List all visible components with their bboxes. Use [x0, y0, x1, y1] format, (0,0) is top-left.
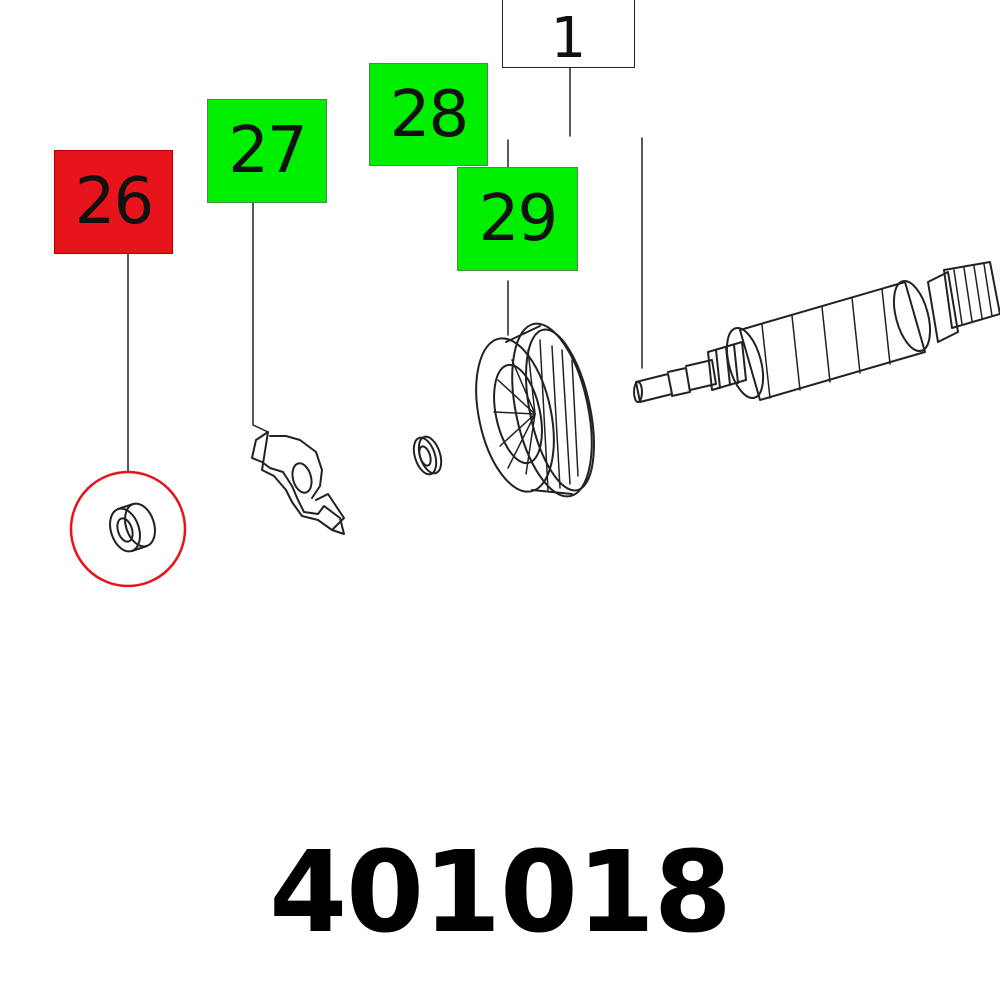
- callout-26-label: 26: [74, 165, 154, 239]
- fan-29-part[interactable]: [464, 316, 607, 503]
- bracket-27-part[interactable]: [251, 431, 345, 535]
- callout-26[interactable]: 26: [54, 150, 173, 254]
- callout-27-label: 27: [228, 114, 307, 188]
- armature-1-part[interactable]: [633, 261, 1000, 403]
- callout-28[interactable]: 28: [369, 63, 488, 166]
- callout-1-label: 1: [550, 6, 587, 71]
- leader-line-27: [252, 202, 269, 433]
- part-number: 401018: [269, 828, 732, 958]
- callout-29[interactable]: 29: [457, 167, 578, 271]
- callout-28-label: 28: [389, 77, 469, 152]
- callout-29-label: 29: [478, 182, 558, 256]
- bearing-26-part[interactable]: [105, 500, 160, 555]
- callout-1-box: 1: [502, 0, 635, 68]
- callout-27[interactable]: 27: [207, 99, 327, 203]
- selection-circle: [69, 470, 187, 588]
- washer-28-part[interactable]: [410, 434, 446, 477]
